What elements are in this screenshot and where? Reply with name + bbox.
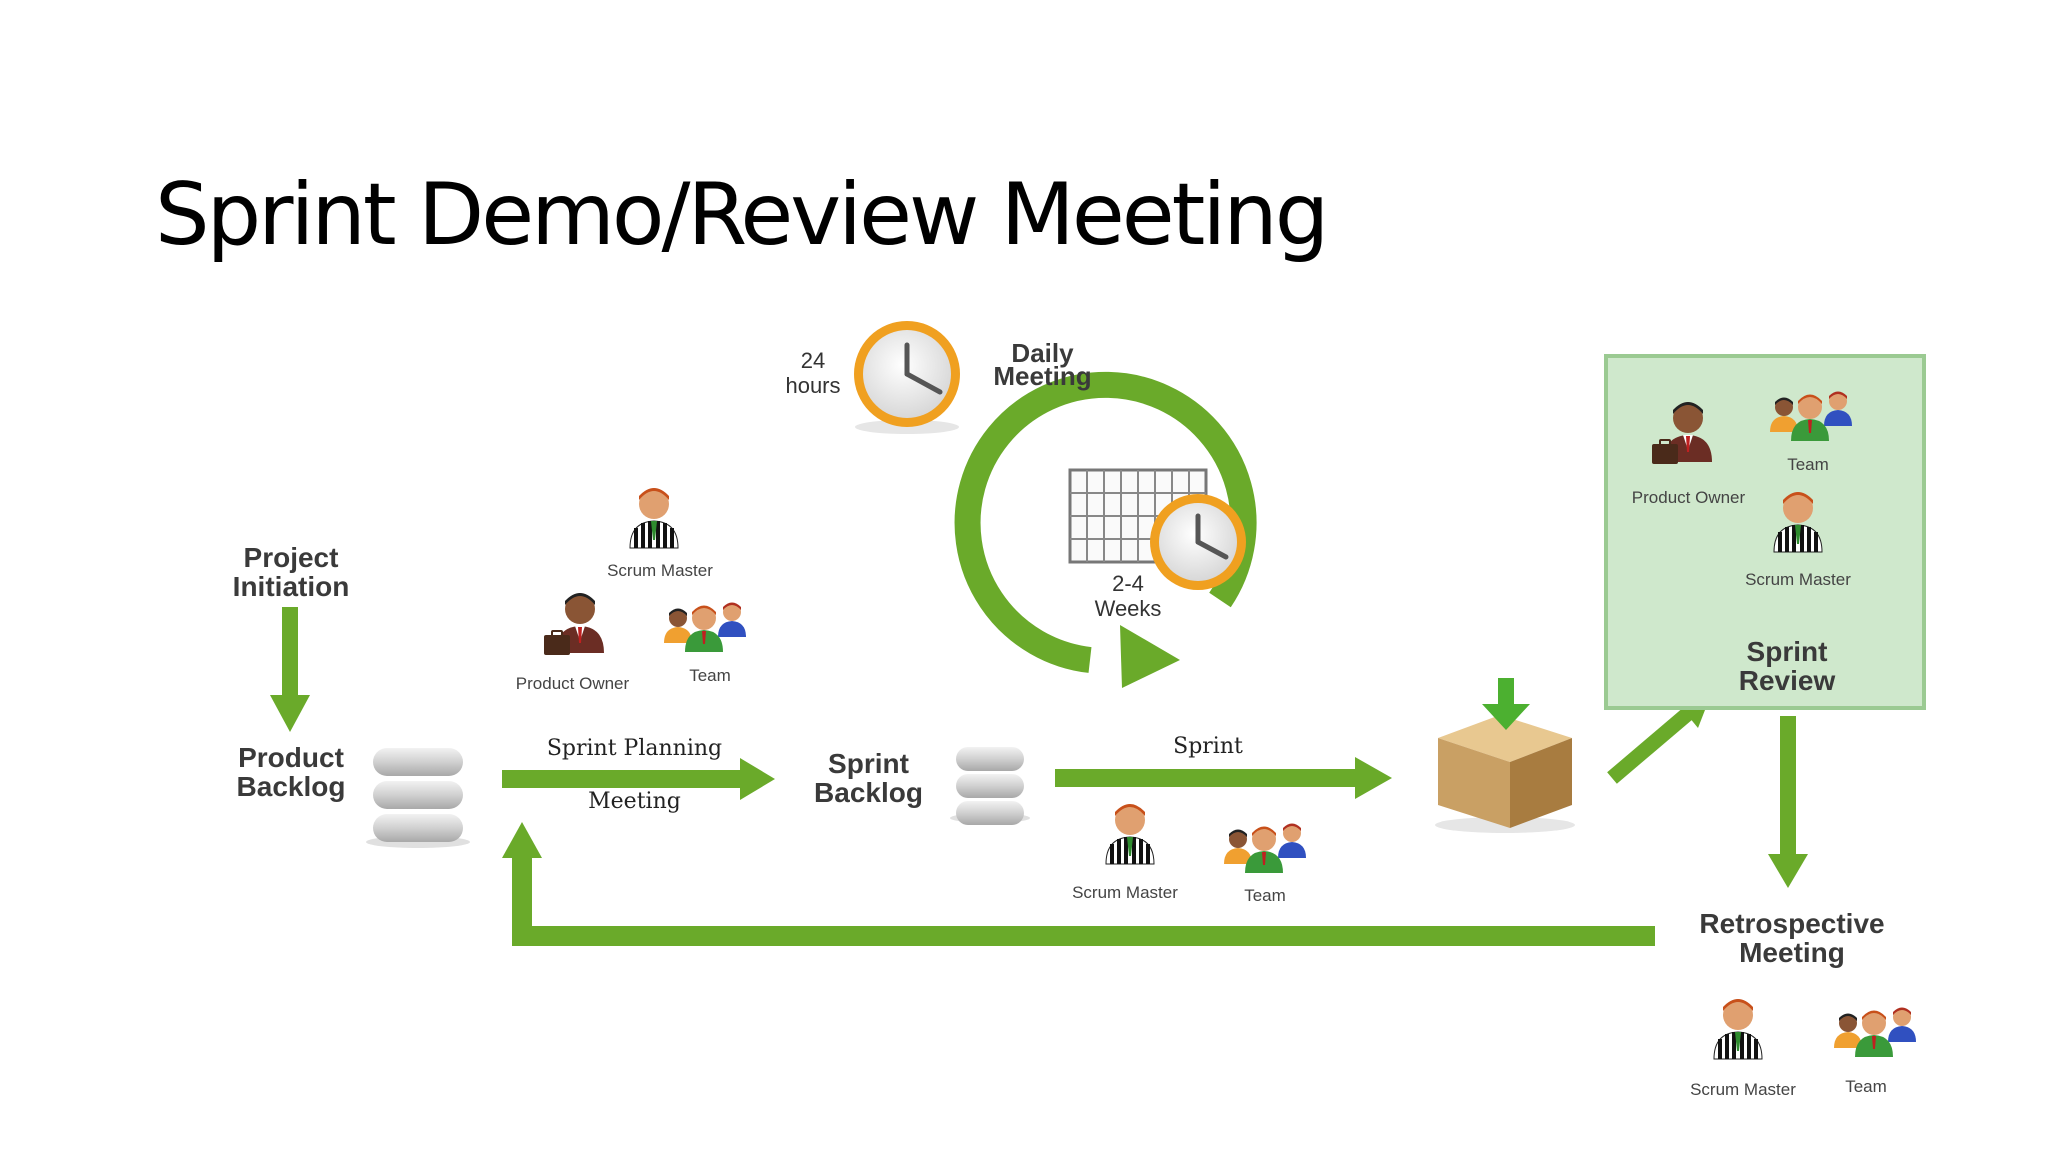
daily-clock-icon [854, 321, 960, 434]
sprint-backlog-line2: Backlog [814, 777, 923, 808]
daily-line2: Meeting [993, 361, 1092, 391]
review-product-owner-label: Product Owner [1631, 488, 1746, 507]
return-loop-arrow [502, 822, 1655, 946]
retrospective-label: Retrospective Meeting [1672, 909, 1912, 967]
daily-line1: Daily [1011, 338, 1074, 368]
product-backlog-label: Product Backlog [216, 743, 366, 801]
sprint-backlog-line1: Sprint [828, 748, 909, 779]
project-initiation-label: Project Initiation [211, 543, 371, 601]
sprint-team-icon [1224, 824, 1306, 874]
sprint-planning-meeting-label: Meeting [588, 789, 681, 814]
backlog-line2: Backlog [236, 771, 346, 802]
daily-meeting-label: Daily Meeting [980, 338, 1105, 391]
planning-product-owner-icon [543, 592, 605, 656]
sprint-team-label: Team [1244, 886, 1286, 905]
retro-team-icon [1834, 1008, 1916, 1058]
review-team-label: Team [1787, 455, 1829, 474]
cycle-line1: 2-4 [1112, 571, 1144, 596]
sprint-review-label: Sprint Review [1712, 637, 1862, 695]
sprint-cycle-arrow-icon [954, 371, 1257, 688]
sprint-arrow [1055, 757, 1392, 799]
review-scrum-master-label: Scrum Master [1745, 570, 1851, 589]
retro-scrum-master-icon [1712, 997, 1764, 1061]
sprint-planning-label: Sprint Planning [546, 736, 723, 761]
backlog-line1: Product [238, 742, 344, 773]
sprint-cycle-label: 2-4 Weeks [1093, 571, 1163, 621]
sprint-backlog-label: Sprint Backlog [786, 749, 951, 807]
initiation-line2: Initiation [232, 571, 350, 602]
initiation-arrow [270, 607, 310, 732]
down-arrow-icon [1482, 678, 1530, 730]
planning-team-label: Team [689, 666, 731, 685]
sprint-scrum-master-icon [1104, 802, 1156, 866]
planning-product-owner-label: Product Owner [515, 674, 630, 693]
hours-number: 24 [800, 348, 826, 373]
hours-unit: hours [785, 373, 841, 398]
review-line2: Review [1738, 665, 1836, 696]
sprint-scrum-master-label: Scrum Master [1072, 883, 1178, 902]
sprint-planning-arrow [502, 758, 775, 800]
review-line1: Sprint [1746, 636, 1828, 667]
initiation-line1: Project [243, 542, 339, 573]
retrospective-down-arrow [1768, 716, 1808, 888]
planning-scrum-master-label: Scrum Master [607, 561, 713, 580]
planning-scrum-master-icon [628, 486, 680, 550]
daily-hours-label: 24 hours [783, 348, 843, 398]
product-box-icon [1435, 678, 1575, 833]
product-backlog-icon [366, 748, 470, 848]
cycle-line2: Weeks [1094, 596, 1162, 621]
planning-team-icon [664, 603, 746, 653]
sprint-review-box [1604, 354, 1926, 710]
retro-line1: Retrospective [1699, 908, 1885, 939]
sprint-label: Sprint [1173, 734, 1243, 759]
cycle-clock-icon [1150, 494, 1246, 590]
retro-scrum-master-label: Scrum Master [1690, 1080, 1796, 1099]
sprint-backlog-icon [950, 747, 1030, 825]
retro-team-label: Team [1845, 1077, 1887, 1096]
slide-title: Sprint Demo/Review Meeting [155, 165, 1329, 265]
retro-line2: Meeting [1739, 937, 1845, 968]
